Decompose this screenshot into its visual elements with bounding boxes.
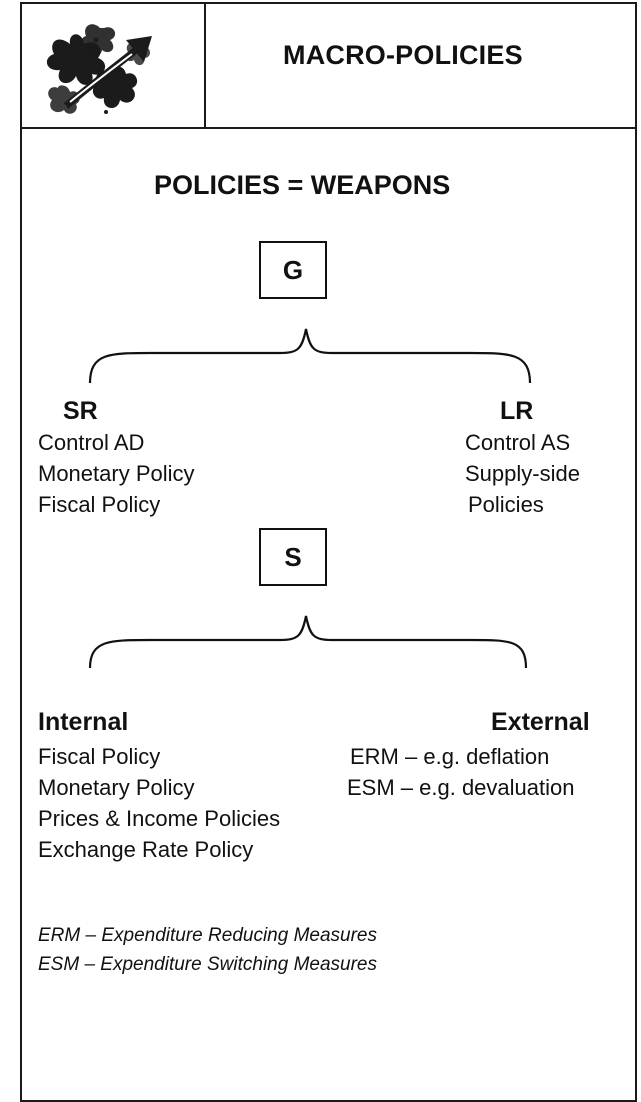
page-title: MACRO-POLICIES xyxy=(283,40,523,70)
internal-label: Internal xyxy=(38,708,129,736)
internal-item: Exchange Rate Policy xyxy=(38,837,254,862)
logo-divider xyxy=(204,2,206,128)
external-item: ERM – e.g. deflation xyxy=(350,744,550,769)
long-run-item: Control AS xyxy=(465,430,571,455)
foliage-arrow-logo-icon xyxy=(46,24,152,114)
internal-item: Prices & Income Policies xyxy=(38,806,281,831)
curly-brace-icon xyxy=(88,615,528,669)
header-divider xyxy=(20,127,637,129)
short-run-item: Control AD xyxy=(38,430,145,455)
long-run-label: LR xyxy=(500,397,534,425)
diagram-heading: POLICIES = WEAPONS xyxy=(154,170,451,200)
internal-item: Monetary Policy xyxy=(38,775,195,800)
long-run-item: Supply-side xyxy=(465,461,580,486)
curly-brace-icon xyxy=(88,328,532,384)
short-run-item: Fiscal Policy xyxy=(38,492,161,517)
goal-box: G xyxy=(259,241,327,299)
goal-box-label: G xyxy=(282,254,304,285)
short-run-item: Monetary Policy xyxy=(38,461,195,486)
short-run-label: SR xyxy=(63,397,98,425)
abbreviation-note: ERM – Expenditure Reducing Measures xyxy=(38,925,378,946)
external-item: ESM – e.g. devaluation xyxy=(347,775,575,800)
long-run-item: Policies xyxy=(468,492,544,517)
strategy-box: S xyxy=(259,528,327,586)
external-label: External xyxy=(491,708,590,736)
internal-item: Fiscal Policy xyxy=(38,744,161,769)
abbreviation-note: ESM – Expenditure Switching Measures xyxy=(38,954,377,975)
strategy-box-label: S xyxy=(284,541,302,572)
